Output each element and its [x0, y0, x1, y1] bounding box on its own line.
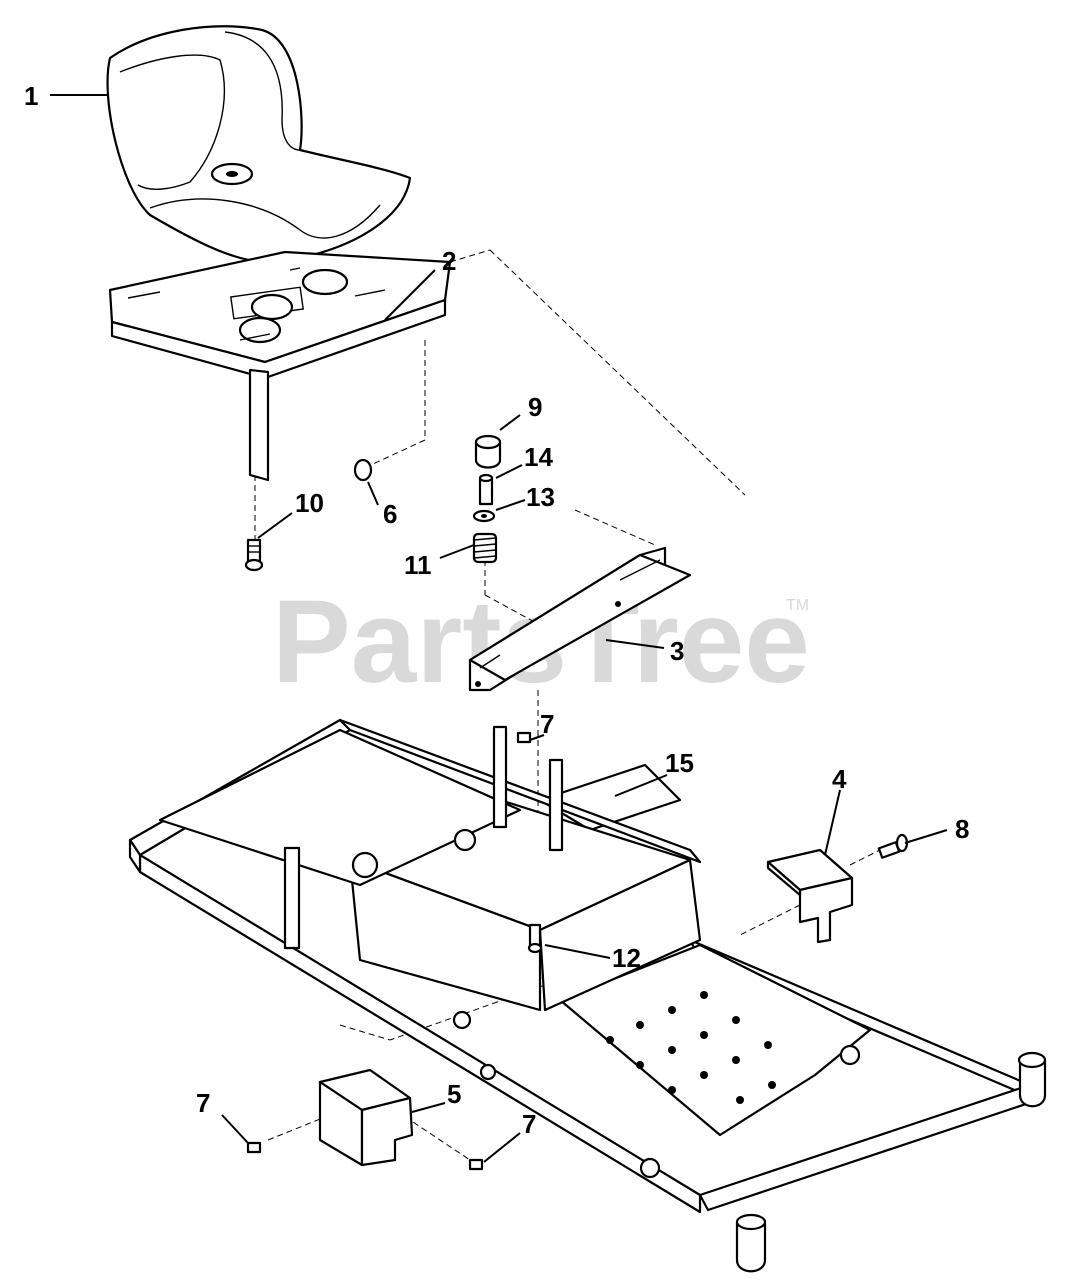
callout-6: 6: [383, 499, 397, 529]
callout-15: 15: [665, 748, 694, 778]
bolt-7-left: [246, 1141, 262, 1154]
callout-8: 8: [955, 814, 969, 844]
callout-2: 2: [442, 246, 456, 276]
callout-9: 9: [528, 392, 542, 422]
bracket-4: [766, 848, 854, 944]
sleeve-14: [478, 473, 494, 506]
watermark-trademark: TM: [786, 597, 809, 614]
callout-5: 5: [447, 1079, 461, 1109]
seat: [106, 25, 412, 264]
seat-pan: [108, 250, 452, 482]
callout-4: 4: [832, 764, 847, 794]
callout-7-left: 7: [196, 1088, 210, 1118]
callout-12: 12: [612, 943, 641, 973]
bolt-7-upper: [516, 731, 532, 744]
callout-7-upper: 7: [540, 709, 554, 739]
frame: [128, 718, 1047, 1273]
bolt-8: [877, 833, 909, 859]
callouts: 1 2 9 14 13 10 6 11 3 7 15 4 8 12 7 5 7: [24, 81, 969, 1139]
spring-11: [472, 532, 498, 564]
callout-14: 14: [524, 442, 553, 472]
callout-10: 10: [295, 488, 324, 518]
bolt-7-right: [468, 1158, 484, 1171]
front-caster-right: [735, 1213, 767, 1273]
nut-6: [353, 458, 373, 482]
callout-7-right: 7: [522, 1109, 536, 1139]
callout-1: 1: [24, 81, 38, 111]
front-caster-left: [1017, 1051, 1047, 1108]
bracket-3: [468, 546, 692, 692]
washer-13: [472, 509, 496, 523]
callout-13: 13: [526, 482, 555, 512]
leader-lines: [50, 94, 948, 1163]
callout-3: 3: [670, 636, 684, 666]
bracket-5: [318, 1068, 414, 1167]
bolt-12: [527, 923, 543, 954]
bolt-10: [244, 538, 264, 572]
bumper-9: [474, 434, 502, 469]
callout-11: 11: [404, 550, 432, 580]
